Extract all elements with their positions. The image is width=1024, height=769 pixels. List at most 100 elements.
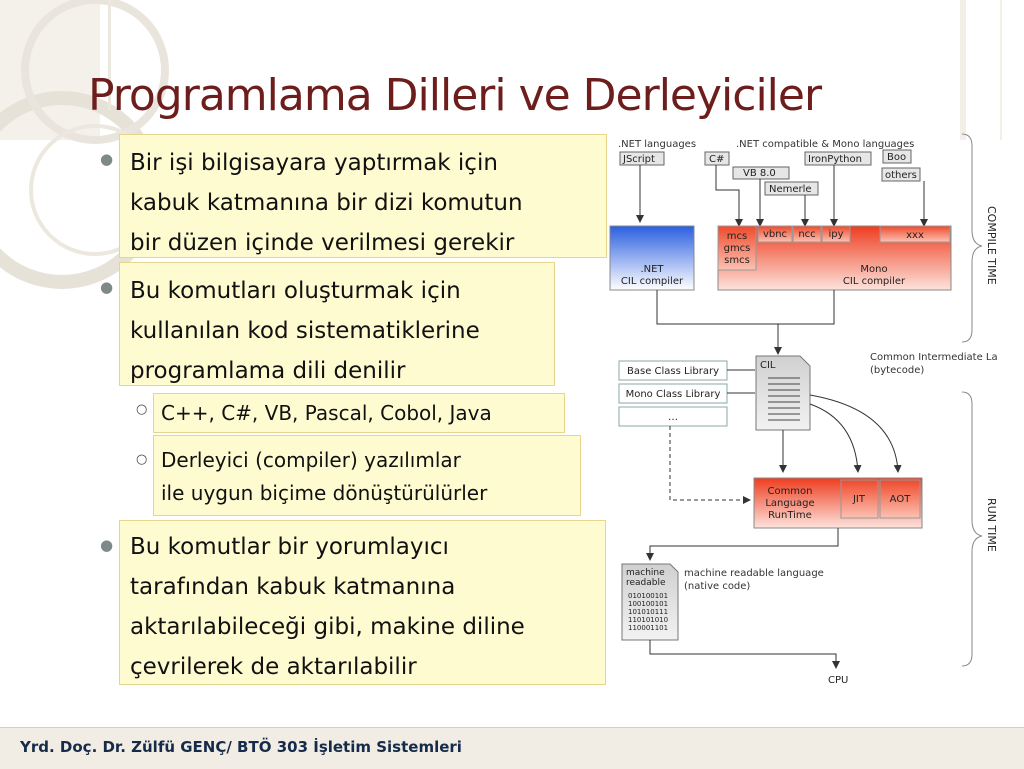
- bullet-3-line-1: Bu komutlar bir yorumlayıcı: [130, 534, 449, 560]
- sub-bullet-marker: ○: [136, 402, 148, 417]
- cil-label: CIL: [760, 360, 776, 371]
- arrow-machine-cpu: [649, 640, 840, 669]
- sub-bullet-box-1: C++, C#, VB, Pascal, Cobol, Java: [153, 393, 565, 433]
- ironpython-label: IronPython: [808, 154, 862, 165]
- clr-label-3: RunTime: [768, 510, 812, 521]
- aot-label: AOT: [890, 494, 912, 505]
- aot-box: [879, 479, 921, 519]
- machine-code-document: [621, 563, 679, 641]
- binary-line-5: 110001101: [628, 624, 668, 632]
- smcs-label: smcs: [724, 255, 750, 266]
- machine-description-2: (native code): [684, 581, 750, 592]
- cil-description-2: (bytecode): [870, 365, 924, 376]
- bullet-dot: ●: [100, 150, 114, 168]
- machine-label-1: machine: [626, 568, 665, 578]
- net-compiler-label-2: CIL compiler: [621, 276, 684, 287]
- ncc-label: ncc: [798, 229, 815, 240]
- sub-bullet-marker: ○: [136, 452, 148, 467]
- deco-ring-top: [21, 0, 169, 144]
- bullet-2-line-2: kullanılan kod sistematiklerine: [130, 318, 480, 344]
- binary-line-3: 101010111: [628, 608, 668, 616]
- cil-document: [755, 355, 811, 431]
- bullet-2-line-1: Bu komutları oluşturmak için: [130, 278, 461, 304]
- ncc-box: [792, 225, 822, 243]
- footer-bar: Yrd. Doç. Dr. Zülfü GENÇ/ BTÖ 303 İşleti…: [0, 727, 1024, 769]
- net-compiler-box: [609, 225, 695, 291]
- bullet-1-line-3: bir düzen içinde verilmesi gerekir: [130, 230, 515, 256]
- net-compiler-label-1: .NET: [640, 264, 664, 275]
- mono-class-library-label: Mono Class Library: [626, 389, 721, 400]
- bullet-dot: ●: [100, 278, 114, 296]
- csharp-box: [704, 151, 730, 166]
- ellipsis-label: …: [668, 412, 678, 423]
- boo-label: Boo: [887, 152, 906, 163]
- boo-box: [882, 149, 912, 164]
- run-time-brace: [961, 391, 983, 667]
- ellipsis-box: [618, 406, 728, 427]
- bullet-1-line-1: Bir işi bilgisayara yaptırmak için: [130, 150, 498, 176]
- vbnc-label: vbnc: [763, 229, 787, 240]
- bullet-1-line-2: kabuk katmanına bir dizi komutun: [130, 190, 523, 216]
- sub-bullet-2-line-2: ile uygun biçime dönüştürülürler: [161, 481, 488, 505]
- others-box: [881, 167, 921, 182]
- bullet-3-line-3: aktarılabileceği gibi, makine diline: [130, 614, 525, 640]
- vb8-box: [732, 166, 790, 180]
- jit-box: [840, 479, 879, 519]
- bullet-2-line-3: programlama dili denilir: [130, 358, 406, 384]
- cil-description-1: Common Intermediate La: [870, 352, 998, 363]
- bullet-dot: ●: [100, 536, 114, 554]
- clr-label-2: Language: [765, 498, 814, 509]
- arrow-csharp-mcs: [715, 165, 743, 227]
- mono-compiler-label-2: CIL compiler: [843, 276, 906, 287]
- binary-line-1: 010100101: [628, 592, 668, 600]
- mono-compiler-label-1: Mono: [860, 264, 887, 275]
- cpu-label: CPU: [828, 675, 848, 686]
- slide-title: Programlama Dilleri ve Derleyiciler: [88, 70, 822, 121]
- sub-bullet-box-2: Derleyici (compiler) yazılımlar ile uygu…: [153, 435, 581, 516]
- library-connectors: [727, 369, 755, 394]
- binary-line-2: 100100101: [628, 600, 668, 608]
- machine-label-2: readable: [626, 578, 666, 588]
- ironpython-box: [804, 151, 872, 166]
- deco-bar-1: [108, 0, 111, 110]
- ipy-label: ipy: [828, 229, 843, 240]
- compile-time-brace: [961, 133, 983, 343]
- arrow-cil-jit: [809, 403, 862, 473]
- mcs-box: [717, 225, 757, 271]
- jit-label: JIT: [852, 494, 866, 505]
- nemerle-label: Nemerle: [769, 184, 812, 195]
- jscript-box: [619, 151, 665, 166]
- arrow-cil-aot: [809, 394, 902, 473]
- mono-languages-label: .NET compatible & Mono languages: [736, 139, 914, 150]
- bullet-box-2: Bu komutları oluşturmak için kullanılan …: [119, 262, 555, 386]
- others-label: others: [885, 170, 917, 181]
- deco-bar-right: [960, 0, 966, 140]
- compiler-merge-line: [656, 290, 835, 325]
- jscript-label: JScript: [622, 154, 655, 165]
- vbnc-box: [757, 225, 793, 243]
- compile-time-label: COMPILE TIME: [985, 206, 998, 285]
- vb8-label: VB 8.0: [743, 168, 776, 179]
- footer-text: Yrd. Doç. Dr. Zülfü GENÇ/ BTÖ 303 İşleti…: [20, 738, 462, 756]
- ipy-box: [821, 225, 851, 243]
- net-languages-label: .NET languages: [618, 139, 696, 150]
- bullet-3-line-2: tarafından kabuk katmanına: [130, 574, 456, 600]
- machine-description-1: machine readable language: [684, 568, 824, 579]
- nemerle-box: [764, 181, 819, 196]
- deco-bar-right-2: [1000, 0, 1002, 140]
- arrow-clr-machine: [646, 528, 839, 561]
- xxx-label: xxx: [906, 230, 924, 241]
- bullet-box-3: Bu komutlar bir yorumlayıcı tarafından k…: [119, 520, 606, 685]
- run-time-label: RUN TIME: [985, 498, 998, 552]
- bullet-3-line-4: çevrilerek de aktarılabilir: [130, 654, 417, 680]
- bullet-box-1: Bir işi bilgisayara yaptırmak için kabuk…: [119, 134, 607, 258]
- clr-label-1: Common: [767, 486, 812, 497]
- sub-bullet-1-line-1: C++, C#, VB, Pascal, Cobol, Java: [161, 401, 492, 425]
- arrow-libraries-clr: [669, 426, 751, 504]
- mcs-label: mcs: [727, 231, 747, 242]
- cil-code-lines: [768, 377, 800, 421]
- binary-line-4: 110101010: [628, 616, 668, 624]
- gmcs-label: gmcs: [724, 243, 751, 254]
- csharp-label: C#: [709, 154, 724, 165]
